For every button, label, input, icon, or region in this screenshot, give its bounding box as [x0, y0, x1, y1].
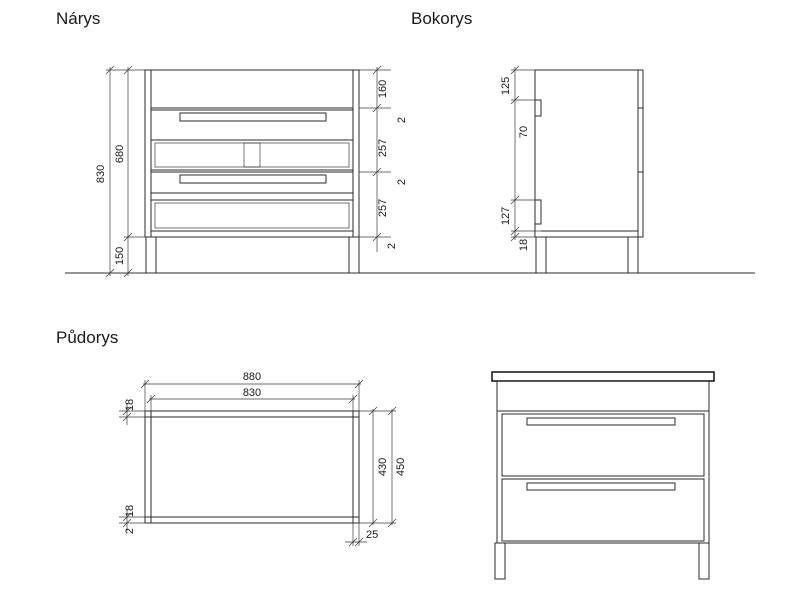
dim-top-thickness: 18 [124, 399, 136, 411]
front-view-title: Nárys [56, 9, 100, 28]
dim-body-height: 680 [114, 145, 126, 163]
dim-gap-1: 2 [396, 117, 408, 123]
dim-outer-width: 880 [243, 371, 261, 383]
dim-gap-2: 2 [396, 179, 408, 185]
dim-drawer-2: 257 [377, 199, 389, 217]
drawer-handle [526, 482, 676, 491]
cabinet-leg [698, 542, 710, 580]
plan-view-title: Půdorys [56, 328, 118, 347]
cabinet-top [491, 371, 715, 382]
dim-drawer-1: 257 [377, 139, 389, 157]
dim-bottom-offset: 127 [500, 207, 512, 225]
cabinet-leg [145, 236, 157, 274]
cabinet-leg [494, 542, 506, 580]
side-panel [534, 69, 644, 238]
dim-top-section: 160 [377, 80, 389, 98]
dim-gap: 2 [124, 528, 136, 534]
dim-gap-3: 2 [386, 243, 398, 249]
drawer-handle [179, 112, 327, 122]
drawer-compartment [150, 139, 354, 171]
plan-view: 880 830 18 18 2 430 450 [119, 371, 407, 547]
dim-top-offset: 125 [500, 77, 512, 95]
side-view-title: Bokorys [411, 9, 472, 28]
drawer-handle [526, 417, 676, 426]
dim-bottom-thickness: 18 [124, 505, 136, 517]
handle-profile [534, 99, 542, 117]
drawer-handle [179, 174, 327, 184]
cabinet-body [144, 69, 360, 238]
side-view: 125 70 127 18 [500, 65, 644, 274]
cabinet-leg [535, 236, 547, 274]
dim-leg-height: 150 [114, 247, 126, 265]
drawer-compartment [150, 199, 354, 232]
dim-overhang: 25 [366, 529, 378, 541]
handle-profile [534, 199, 542, 225]
cabinet-leg [627, 236, 639, 274]
cabinet-leg [348, 236, 360, 274]
front-illustration [491, 371, 715, 580]
dim-panel-thickness: 18 [518, 239, 530, 251]
dim-inner-width: 830 [243, 387, 261, 399]
drawer-front [501, 478, 705, 542]
dim-handle-height: 70 [518, 126, 530, 138]
front-view: 830 680 150 160 2 257 2 257 2 [95, 65, 408, 278]
dim-outer-depth: 450 [395, 458, 407, 476]
drawer-front [501, 413, 705, 477]
plan-outline [144, 410, 360, 524]
dim-inner-depth: 430 [377, 458, 389, 476]
dim-overall-height: 830 [95, 165, 107, 183]
